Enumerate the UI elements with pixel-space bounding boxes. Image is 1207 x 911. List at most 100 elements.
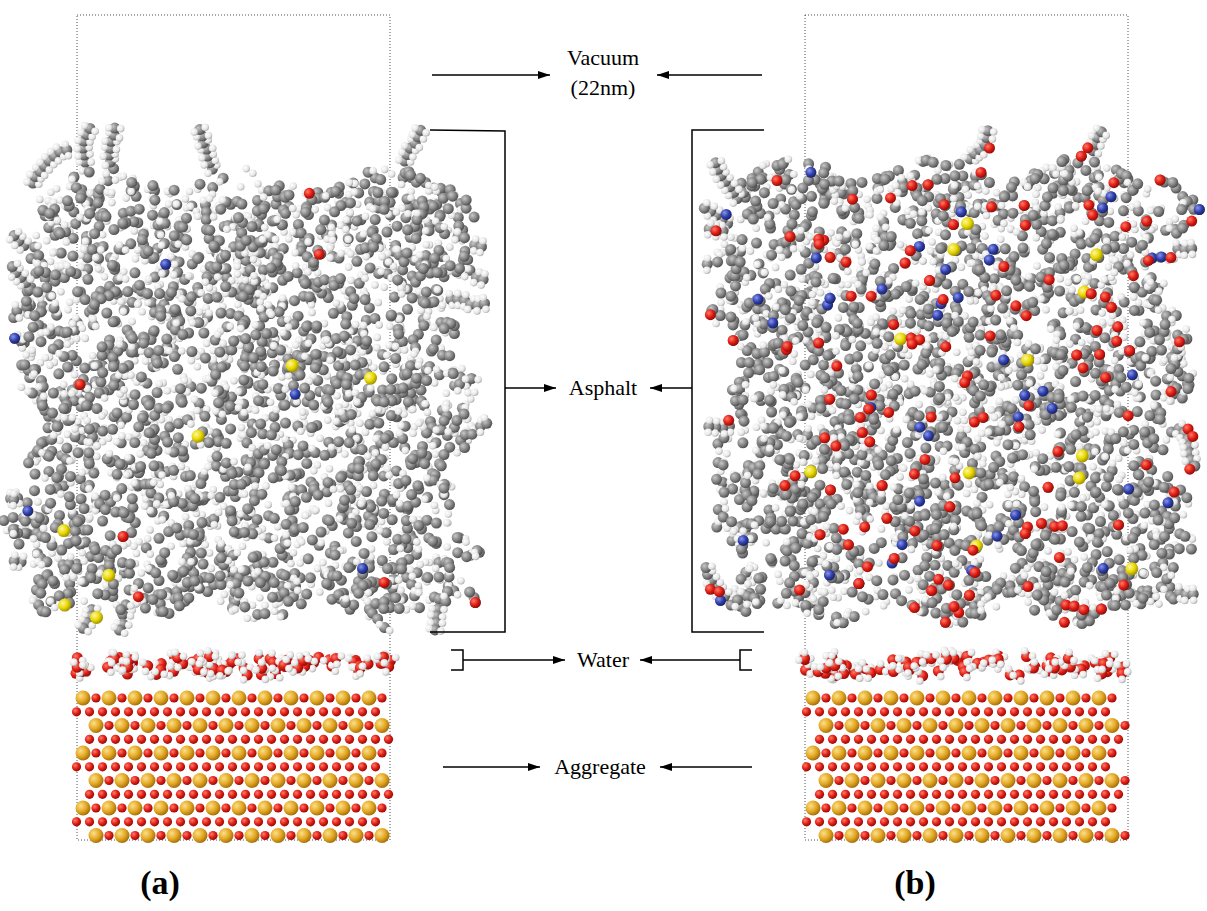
atom bbox=[234, 301, 242, 309]
atom bbox=[117, 421, 125, 429]
atom bbox=[71, 425, 79, 433]
atom bbox=[175, 383, 186, 394]
atom bbox=[108, 316, 119, 327]
atom bbox=[294, 587, 302, 595]
atom bbox=[289, 229, 297, 237]
atom bbox=[49, 249, 57, 257]
atom bbox=[185, 470, 196, 481]
atom bbox=[378, 518, 386, 526]
atom bbox=[133, 550, 141, 558]
atom bbox=[193, 407, 201, 415]
atom bbox=[393, 208, 401, 216]
atom bbox=[289, 182, 297, 190]
atom bbox=[61, 221, 69, 229]
atom bbox=[326, 244, 334, 252]
atom bbox=[50, 269, 61, 280]
atom bbox=[79, 503, 90, 514]
atom bbox=[375, 299, 383, 307]
atom bbox=[188, 357, 196, 365]
atom bbox=[108, 199, 116, 207]
atom bbox=[173, 432, 184, 443]
atom bbox=[14, 539, 25, 550]
atom bbox=[362, 428, 370, 436]
atom bbox=[130, 542, 138, 550]
atom bbox=[120, 386, 128, 394]
atom bbox=[194, 363, 202, 371]
atom bbox=[210, 213, 218, 221]
atom bbox=[173, 200, 181, 208]
atom bbox=[57, 288, 65, 296]
atom bbox=[196, 308, 204, 316]
atom bbox=[87, 244, 98, 255]
atom bbox=[182, 513, 190, 521]
atom bbox=[229, 526, 240, 537]
atom bbox=[362, 213, 370, 221]
atom bbox=[34, 498, 42, 506]
atom bbox=[83, 417, 91, 425]
atom bbox=[274, 523, 282, 531]
atom bbox=[324, 416, 332, 424]
atom bbox=[124, 454, 132, 462]
atom bbox=[319, 559, 327, 567]
atom bbox=[390, 353, 401, 364]
atom bbox=[15, 314, 23, 322]
atom bbox=[316, 588, 324, 596]
atom bbox=[179, 540, 187, 548]
atom bbox=[134, 280, 145, 291]
atom bbox=[416, 448, 427, 459]
atom bbox=[182, 195, 190, 203]
atom bbox=[328, 308, 339, 319]
atom bbox=[128, 318, 136, 326]
atom bbox=[198, 559, 209, 570]
atom bbox=[107, 424, 118, 435]
atom bbox=[66, 299, 74, 307]
atom bbox=[215, 509, 223, 517]
atom bbox=[167, 253, 175, 261]
atom bbox=[120, 308, 128, 316]
atom bbox=[43, 237, 51, 245]
atom bbox=[42, 354, 50, 362]
atom bbox=[418, 320, 429, 331]
atom bbox=[53, 368, 64, 379]
atom bbox=[196, 548, 207, 559]
atom bbox=[97, 426, 108, 437]
atom bbox=[47, 258, 55, 266]
atom bbox=[271, 607, 279, 615]
atom bbox=[73, 447, 84, 458]
atom bbox=[362, 253, 370, 261]
atom bbox=[271, 534, 279, 542]
atom bbox=[64, 306, 72, 314]
atom bbox=[416, 561, 424, 569]
atom bbox=[208, 565, 216, 573]
atom bbox=[124, 568, 135, 579]
atom bbox=[41, 474, 49, 482]
atom bbox=[432, 267, 443, 278]
atom bbox=[32, 232, 40, 240]
atom bbox=[272, 236, 280, 244]
atom bbox=[203, 340, 211, 348]
atom bbox=[304, 268, 312, 276]
atom bbox=[76, 494, 87, 505]
atom bbox=[143, 582, 154, 593]
atom bbox=[351, 256, 362, 267]
atom bbox=[383, 538, 391, 546]
atom bbox=[371, 281, 379, 289]
atom bbox=[464, 389, 472, 397]
atom bbox=[337, 485, 345, 493]
atom bbox=[147, 180, 158, 191]
atom bbox=[366, 531, 377, 542]
atom bbox=[337, 250, 345, 258]
atom bbox=[89, 352, 97, 360]
atom bbox=[140, 603, 151, 614]
atom bbox=[311, 320, 322, 331]
atom bbox=[82, 274, 93, 285]
atom bbox=[351, 536, 362, 547]
atom bbox=[163, 387, 171, 395]
atom bbox=[60, 381, 68, 389]
atom bbox=[279, 329, 287, 337]
atom bbox=[210, 521, 218, 529]
atom bbox=[109, 224, 120, 235]
atom bbox=[422, 241, 430, 249]
atom bbox=[73, 335, 81, 343]
atom bbox=[118, 432, 126, 440]
